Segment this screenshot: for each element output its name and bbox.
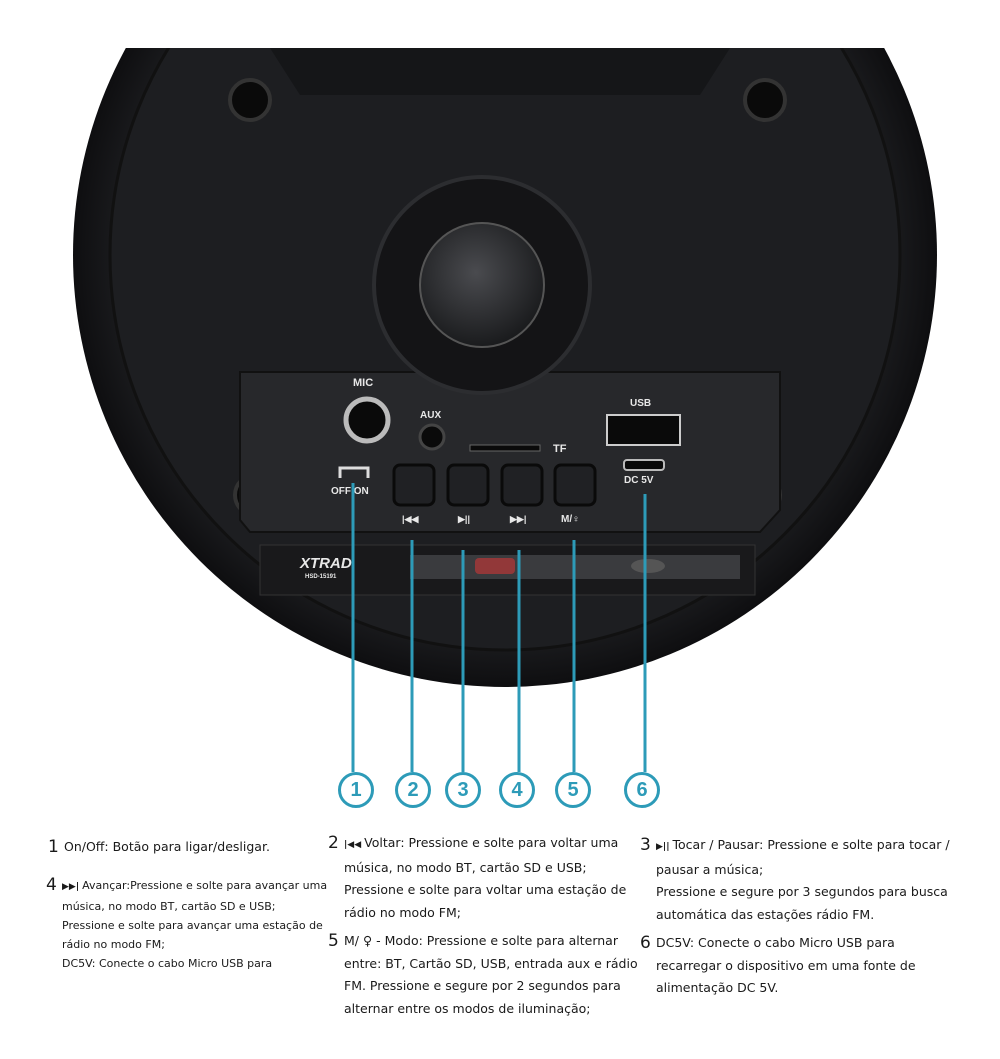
power-switch <box>338 466 370 478</box>
led-indicator <box>475 558 515 574</box>
play-pause-icon: ▶|| <box>656 842 670 852</box>
callout-lines <box>351 483 647 772</box>
callout-5: 5 <box>555 772 591 808</box>
next-button[interactable] <box>500 463 544 507</box>
speaker-back-panel-photo: XTRAD HSD-15191 MIC AUX TF USB DC 5V OFF… <box>73 48 937 772</box>
control-panel <box>239 371 781 533</box>
description-5: 5 M/ ♀ - Modo: Pressione e solte para al… <box>328 931 638 1016</box>
mic-label: MIC <box>353 377 373 389</box>
volume-knob[interactable] <box>419 222 545 348</box>
prev-icon: |◀◀ <box>344 840 362 850</box>
prev-button[interactable] <box>392 463 436 507</box>
ir-sensor <box>631 559 665 573</box>
svg-text:HSD-15191: HSD-15191 <box>305 574 337 580</box>
aux-jack <box>418 423 446 451</box>
micro-usb-port <box>623 459 665 471</box>
play-pause-icon: ▶|| <box>457 514 470 524</box>
control-buttons <box>392 463 597 507</box>
brand-logo: XTRAD <box>299 555 352 572</box>
aux-label: AUX <box>420 410 441 421</box>
callout-1: 1 <box>338 772 374 808</box>
callout-4: 4 <box>499 772 535 808</box>
next-icon: ▶▶| <box>509 514 526 524</box>
callout-2: 2 <box>395 772 431 808</box>
next-icon: ▶▶| <box>62 882 80 892</box>
description-2: 2 |◀◀Voltar: Pressione e solte para volt… <box>328 833 627 920</box>
description-3: 3 ▶||Tocar / Pausar: Pressione e solte p… <box>640 835 950 922</box>
usb-label: USB <box>630 398 651 409</box>
tf-label: TF <box>553 443 567 455</box>
description-6: 6 DC5V: Conecte o cabo Micro USB para re… <box>640 933 916 995</box>
off-on-label: OFF ON <box>331 486 369 497</box>
description-1: 1 On/Off: Botão para ligar/desligar. <box>48 837 270 857</box>
mic-jack <box>343 396 391 444</box>
mode-button[interactable] <box>553 463 597 507</box>
mode-icon: M/♀ <box>561 514 580 525</box>
callout-3: 3 <box>445 772 481 808</box>
play-pause-button[interactable] <box>446 463 490 507</box>
tf-card-slot <box>469 444 541 452</box>
dc-label: DC 5V <box>624 475 654 486</box>
callout-6: 6 <box>624 772 660 808</box>
description-4: 4 ▶▶|Avançar:Pressione e solte para avan… <box>46 875 328 971</box>
usb-port <box>606 414 681 446</box>
prev-icon: |◀◀ <box>402 514 419 524</box>
